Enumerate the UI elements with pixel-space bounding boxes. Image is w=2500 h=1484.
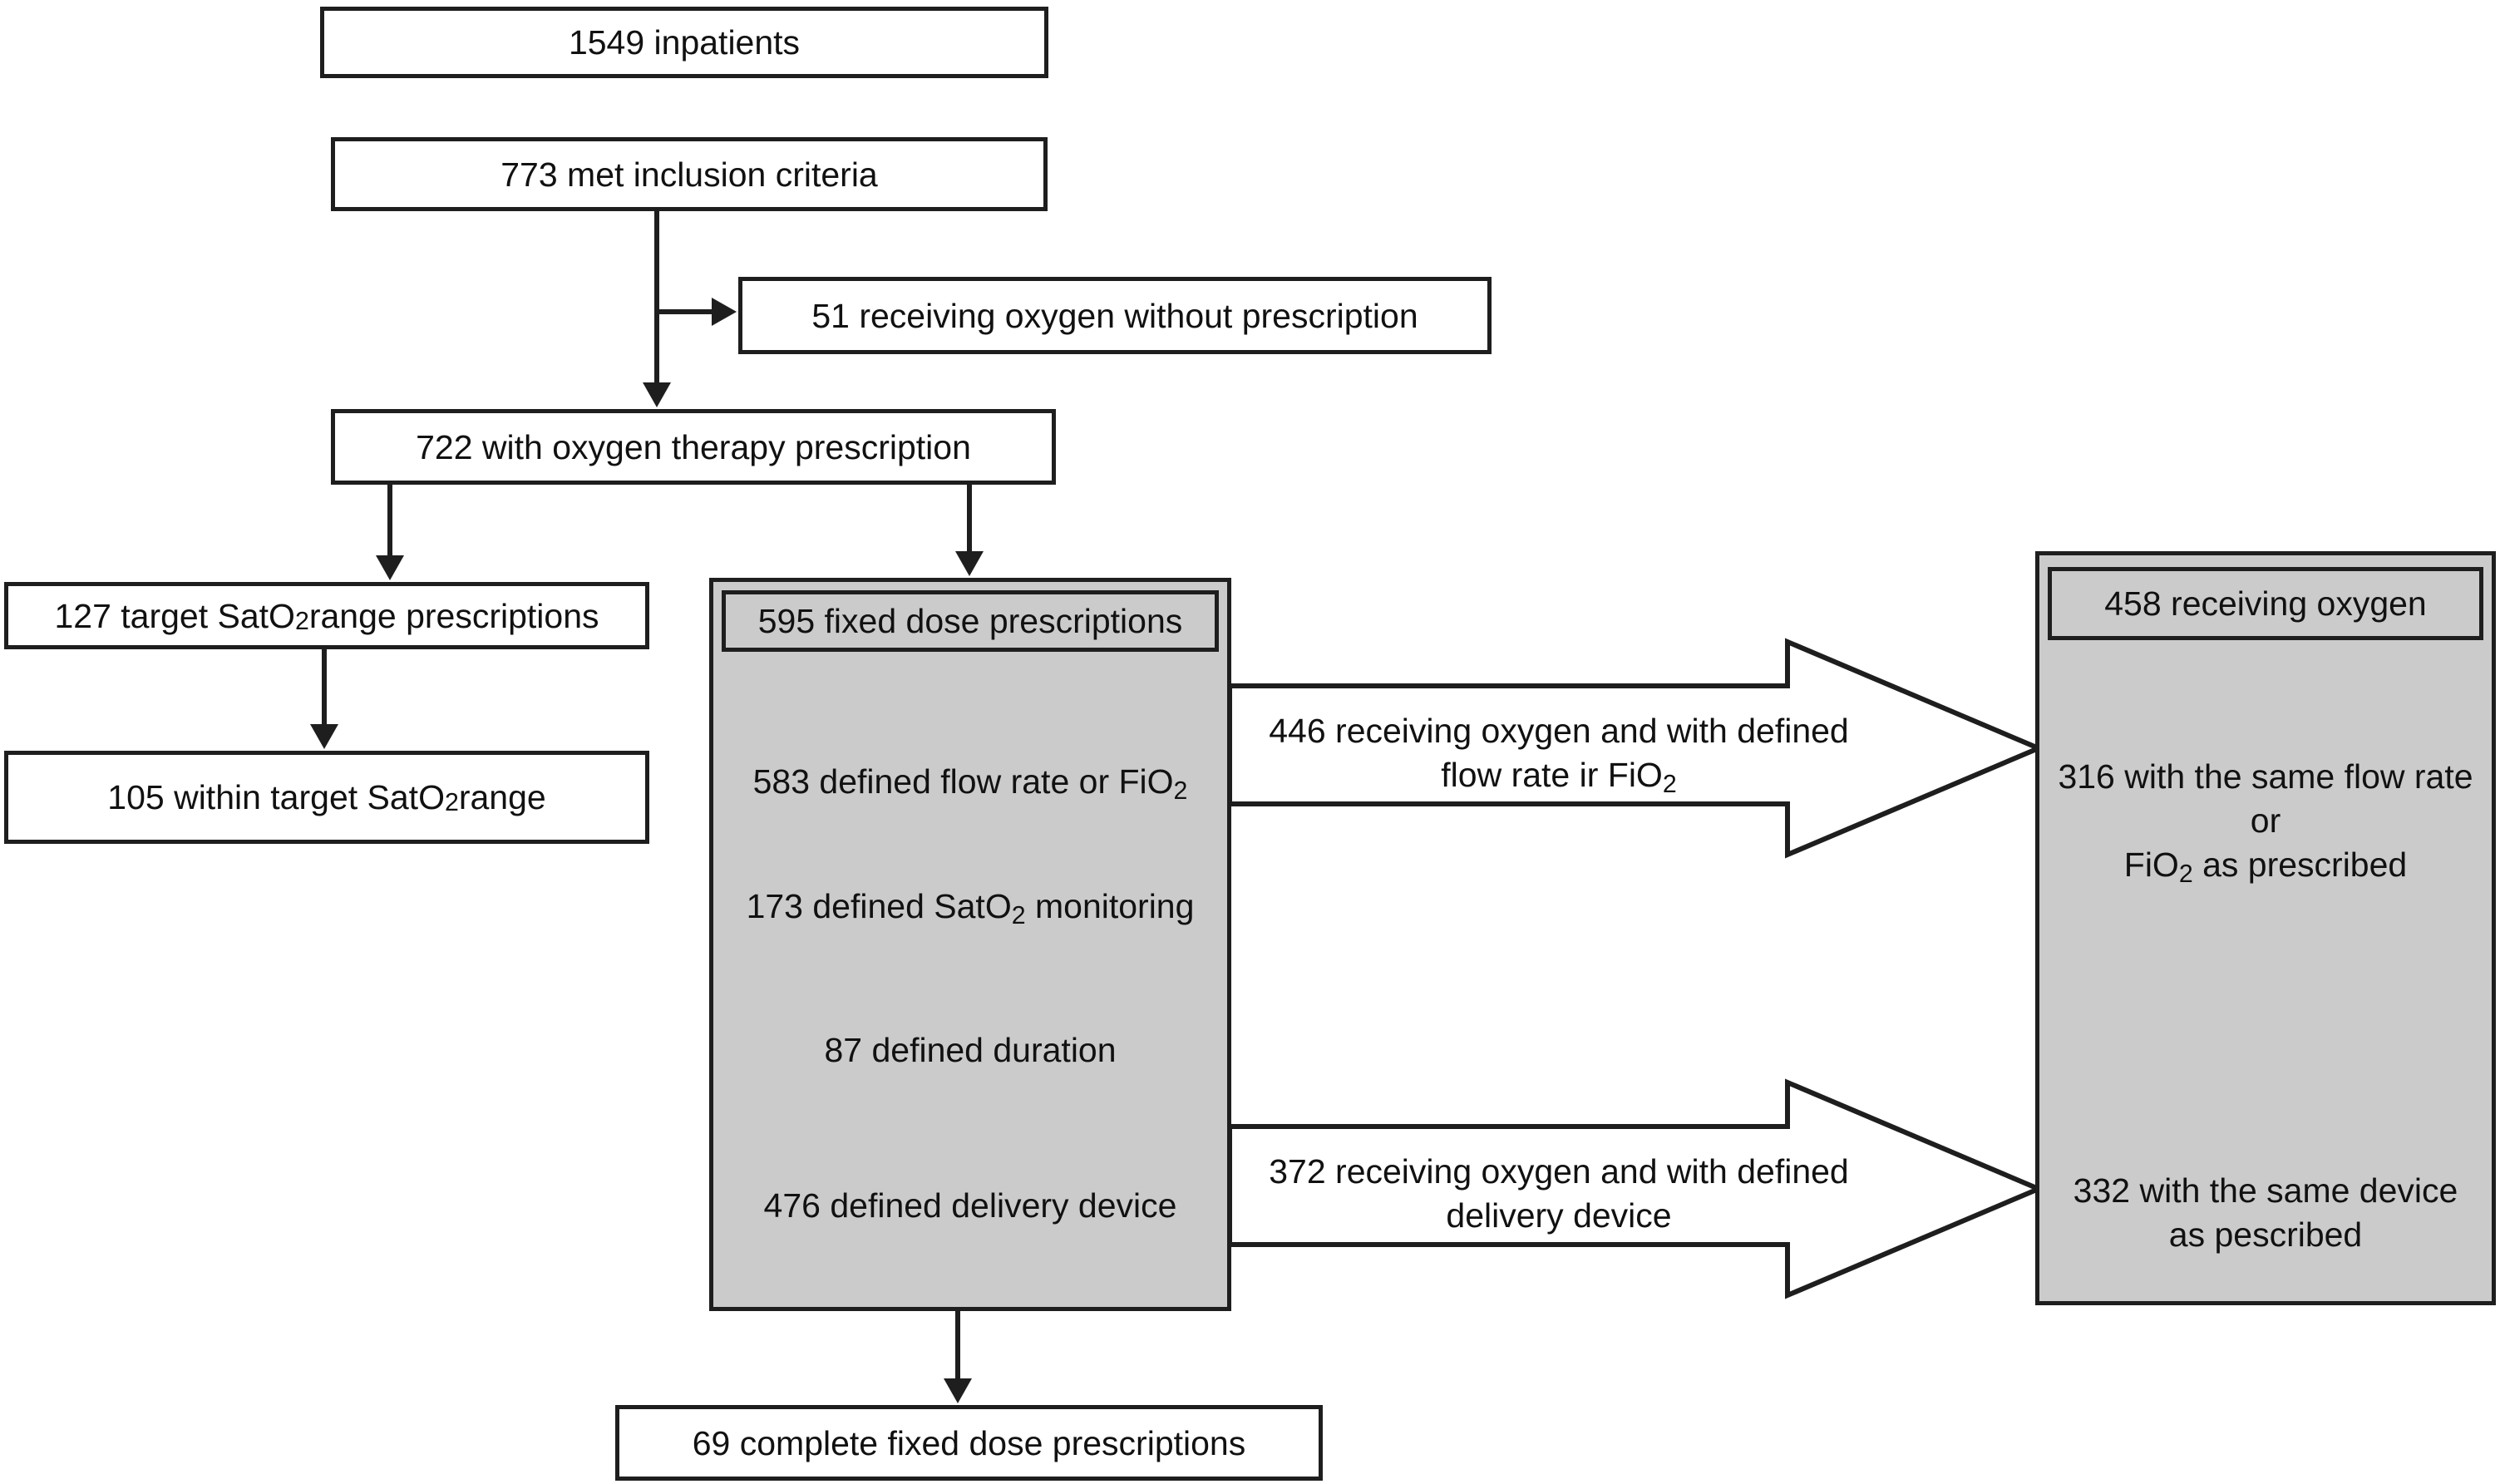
box-complete-prescriptions: 69 complete fixed dose prescriptions — [615, 1405, 1323, 1481]
box-oxygen-prescription: 722 with oxygen therapy prescription — [331, 409, 1056, 485]
block-arrow-device-label: 372 receiving oxygen and with defined de… — [1230, 1150, 1887, 1238]
block-arrow-flow-rate-label-line1: 446 receiving oxygen and with defined — [1269, 712, 1849, 750]
receiving-flow-rate-match: 316 with the same flow rate or FiO2 as p… — [2043, 755, 2488, 887]
block-arrow-flow-rate-label-line2: flow rate ir FiO2 — [1441, 756, 1677, 799]
arrowhead-into-target-range — [376, 555, 404, 580]
arrowhead-into-complete — [944, 1378, 972, 1403]
block-arrow-flow-rate — [1227, 638, 2045, 859]
box-oxygen-without-prescription: 51 receiving oxygen without prescription — [738, 277, 1492, 354]
panel-fixed-dose: 595 fixed dose prescriptions 583 defined… — [709, 578, 1231, 1311]
box-inpatients: 1549 inpatients — [320, 7, 1048, 78]
box-inclusion-criteria: 773 met inclusion criteria — [331, 137, 1048, 211]
receiving-flow-rate-match-line1: 316 with the same flow rate or — [2058, 757, 2473, 840]
receiving-device-match-line1: 332 with the same device — [2073, 1171, 2458, 1210]
arrowhead-into-prescription — [643, 382, 671, 407]
receiving-device-match-line2: as pescribed — [2168, 1215, 2363, 1254]
panel-receiving-header: 458 receiving oxygen — [2048, 567, 2483, 640]
block-arrow-flow-rate-label: 446 receiving oxygen and with defined fl… — [1230, 709, 1887, 797]
fixed-dose-item-monitoring: 173 defined SatO2 monitoring — [746, 887, 1195, 930]
block-arrow-device-label-line1: 372 receiving oxygen and with defined — [1269, 1152, 1849, 1191]
fixed-dose-item-device: 476 defined delivery device — [763, 1186, 1177, 1225]
panel-fixed-dose-header: 595 fixed dose prescriptions — [722, 590, 1219, 652]
arrowhead-into-fixed-dose — [955, 551, 984, 576]
fixed-dose-item-duration: 87 defined duration — [824, 1031, 1117, 1069]
arrowhead-into-within-range — [310, 724, 338, 749]
arrowhead-into-no-prescription — [712, 298, 737, 326]
receiving-flow-rate-match-line2: FiO2 as prescribed — [2123, 846, 2408, 889]
block-arrow-device — [1227, 1078, 2045, 1299]
receiving-device-match: 332 with the same device as pescribed — [2043, 1169, 2488, 1257]
block-arrow-device-label-line2: delivery device — [1446, 1196, 1672, 1235]
panel-receiving-oxygen: 458 receiving oxygen 316 with the same f… — [2035, 551, 2496, 1305]
fixed-dose-item-flow-rate: 583 defined flow rate or FiO2 — [752, 762, 1188, 806]
